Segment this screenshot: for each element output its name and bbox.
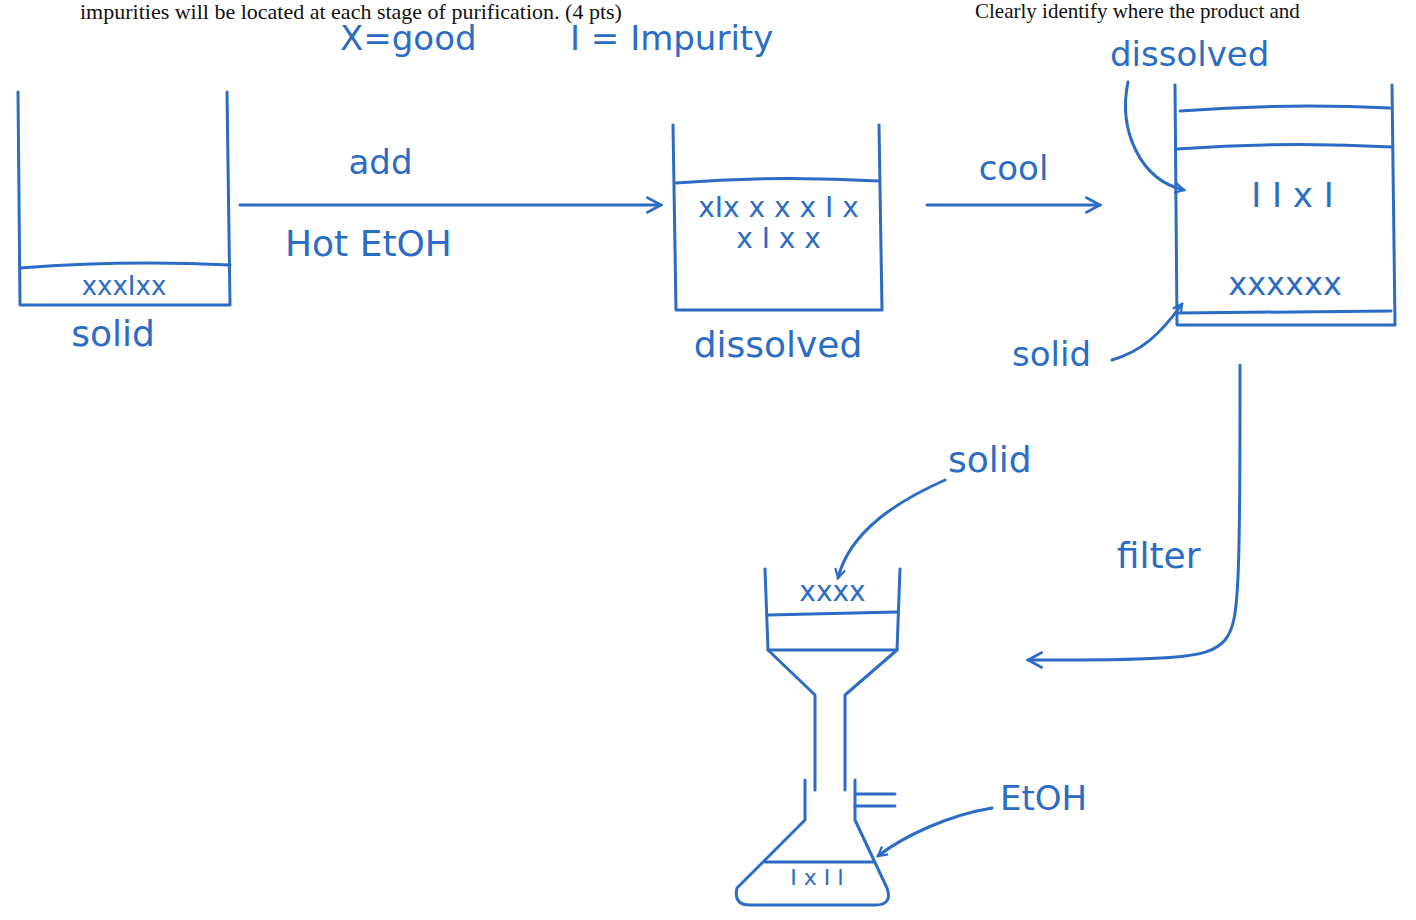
leader-line: [838, 480, 945, 578]
solvent-label: EtOH: [1000, 780, 1087, 817]
leader-line: [878, 808, 992, 856]
process-arrow: [240, 204, 661, 207]
leader-line: [1112, 304, 1182, 360]
beaker: xxxIxxsolid: [18, 92, 230, 305]
state-label: solid: [948, 440, 1032, 480]
outline-stroke: [20, 263, 230, 268]
outline-stroke: [1177, 144, 1392, 149]
content-text: xxxx: [773, 577, 892, 608]
outline-stroke: [768, 650, 897, 790]
question-text: Clearly identify where the product and: [975, 0, 1300, 23]
state-label: solid: [1012, 336, 1091, 373]
filter-flask: I x I I: [725, 780, 900, 905]
process-arrow: [1028, 365, 1240, 660]
caption-text: solid: [38, 314, 188, 354]
content-text: xIx x x x I x x I x x: [691, 193, 866, 255]
beaker: xIx x x x I x x I x xdissolved: [673, 125, 882, 310]
content-text: xxxIxx: [28, 272, 220, 301]
outline-stroke: [765, 861, 873, 864]
outline-stroke: [855, 794, 895, 806]
outline-stroke: [768, 612, 897, 615]
content-text: I I x I: [1200, 177, 1385, 214]
outline-stroke: [1179, 311, 1391, 313]
outline-stroke: [736, 780, 888, 905]
outline-stroke: [1175, 85, 1395, 325]
outline-stroke: [673, 125, 882, 310]
symbol-key: I = Impurity: [570, 20, 773, 57]
arrow-label: filter: [1113, 537, 1205, 577]
caption-text: dissolved: [663, 325, 893, 365]
outline-stroke: [765, 569, 900, 650]
caption-text: xxxxxx: [1183, 267, 1387, 302]
state-label: dissolved: [1110, 36, 1269, 73]
outline-stroke: [18, 92, 230, 305]
arrow-label: cool: [975, 150, 1053, 187]
arrow-label: add: [345, 144, 417, 181]
outline-stroke: [676, 178, 879, 183]
reagent-label: Hot EtOH: [285, 224, 452, 264]
outline-stroke: [1180, 106, 1390, 111]
beaker: I I x I xxxxxx: [1175, 85, 1395, 325]
content-text: I x I I: [765, 866, 869, 890]
process-arrow: [927, 204, 1100, 207]
symbol-key: X=good: [340, 20, 477, 57]
filter-funnel: xxxx: [765, 565, 900, 790]
